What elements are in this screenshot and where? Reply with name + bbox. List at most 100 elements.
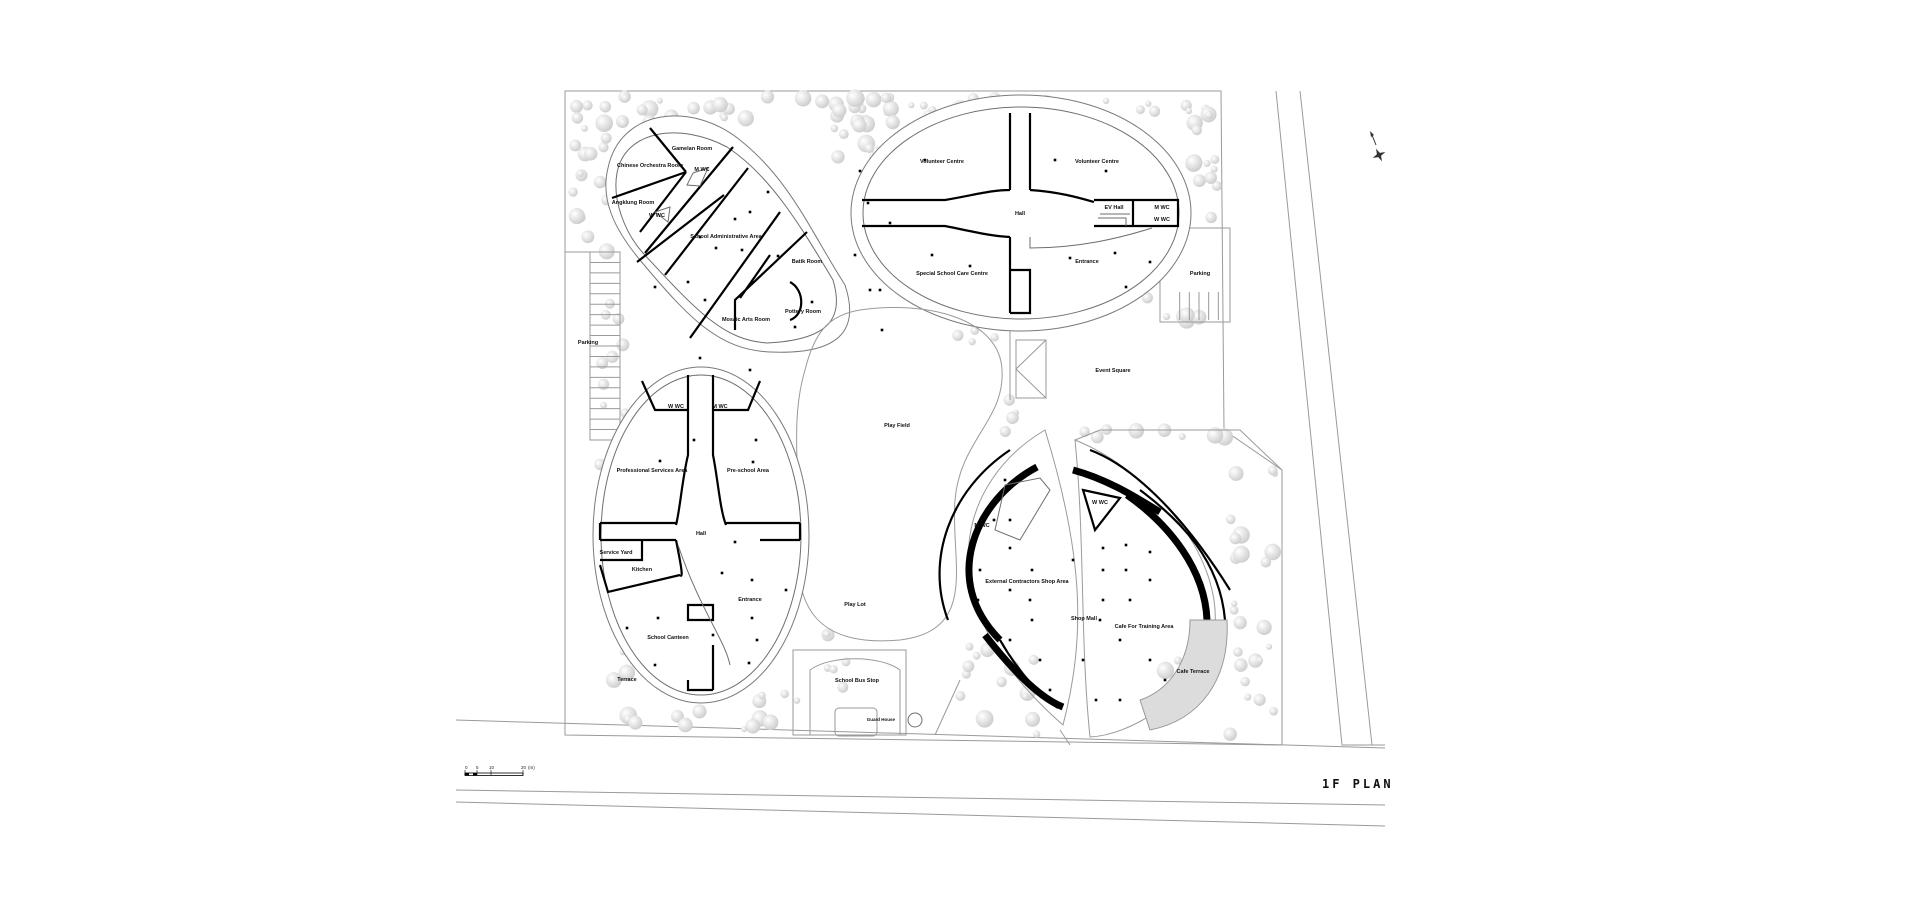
column-mark — [1128, 598, 1132, 602]
column-mark — [625, 626, 629, 630]
tree-icon — [582, 100, 593, 111]
tree-icon — [972, 651, 981, 660]
tree-icon — [605, 672, 622, 688]
column-mark — [1101, 546, 1105, 550]
label-w-wc: W WC — [649, 213, 665, 219]
column-mark — [1028, 598, 1032, 602]
column-mark — [711, 633, 715, 637]
column-mark — [653, 285, 657, 289]
tree-icon — [1206, 427, 1224, 444]
label-cafe-training-area: Cafe For Training Area — [1115, 624, 1175, 630]
label-m-wc: M WC — [1154, 205, 1169, 211]
tree-icon — [581, 230, 595, 244]
tree-icon — [577, 170, 584, 177]
column-mark — [656, 616, 660, 620]
tree-icon — [692, 704, 707, 719]
tree-icon — [1228, 465, 1244, 481]
tree-icon — [1191, 124, 1202, 136]
tree-icon — [1192, 174, 1206, 188]
tree-icon — [760, 90, 775, 104]
column-mark — [1118, 638, 1122, 642]
guard-house-icon — [907, 712, 923, 728]
tree-icon — [1256, 619, 1272, 635]
column-mark — [766, 190, 770, 194]
tree-icon — [1244, 693, 1252, 701]
structural-columns — [625, 158, 1167, 702]
column-mark — [754, 438, 758, 442]
scale-tick: 5 — [476, 765, 479, 770]
column-mark — [976, 598, 980, 602]
label-entrance: Entrance — [1075, 259, 1099, 265]
tree-icon — [952, 329, 964, 341]
column-mark — [698, 356, 702, 360]
column-mark — [793, 325, 797, 329]
column-mark — [866, 201, 870, 205]
label-pottery-room: Pottery Room — [785, 309, 821, 315]
tree-icon — [1032, 730, 1041, 738]
tree-icon — [596, 357, 609, 369]
tree-icon — [612, 312, 625, 325]
column-mark — [978, 568, 982, 572]
column-mark — [748, 210, 752, 214]
tree-icon — [1141, 292, 1153, 304]
column-mark — [750, 578, 754, 582]
tree-icon — [1233, 647, 1243, 657]
tree-icon — [569, 99, 584, 113]
column-mark — [969, 546, 973, 550]
column-mark — [1101, 598, 1105, 602]
event-square-structure — [1009, 330, 1047, 400]
tree-icon — [1253, 693, 1266, 706]
north-arrow-icon — [1370, 131, 1386, 162]
label-angklung-room: Angklung Room — [612, 200, 655, 206]
tree-icon — [1223, 727, 1237, 741]
tree-icon — [829, 665, 838, 674]
tree-icon — [1149, 105, 1161, 117]
tree-icon — [1226, 514, 1236, 525]
tree-icon — [838, 129, 849, 140]
column-mark — [923, 158, 927, 162]
column-mark — [658, 459, 662, 463]
column-mark — [1053, 158, 1057, 162]
tree-icon — [1204, 171, 1217, 184]
tree-icon — [1230, 600, 1238, 607]
tree-icon — [600, 132, 612, 144]
tree-icon — [965, 642, 974, 651]
tree-icon — [1028, 654, 1039, 665]
label-service-yard: Service Yard — [600, 550, 633, 556]
parking-west — [589, 251, 621, 441]
column-mark — [733, 540, 737, 544]
column-mark — [750, 616, 754, 620]
building-south-west — [592, 366, 810, 704]
column-mark — [776, 254, 780, 258]
tree-icon — [1210, 165, 1218, 173]
tree-icon — [822, 630, 831, 638]
column-mark — [1148, 260, 1152, 264]
column-mark — [858, 169, 862, 173]
column-mark — [720, 571, 724, 575]
label-chinese-orchestra-room: Chinese Orchestra Room — [617, 163, 683, 169]
column-mark — [1038, 658, 1042, 662]
tree-icon — [837, 681, 849, 693]
tree-icon — [831, 150, 845, 164]
column-mark — [810, 300, 814, 304]
tree-icon — [597, 378, 610, 390]
column-mark — [1081, 658, 1085, 662]
tree-icon — [1162, 312, 1171, 321]
tree-icon — [955, 691, 966, 701]
label-m-wc: M WC — [974, 523, 989, 529]
column-mark — [751, 460, 755, 464]
label-school-administrative-area: School Administrative Area — [690, 234, 762, 240]
tree-icon — [1240, 676, 1250, 687]
tree-icon — [1145, 100, 1152, 107]
column-mark — [968, 264, 972, 268]
tree-icon — [815, 94, 830, 109]
tree-icon — [598, 142, 609, 153]
tree-icon — [758, 691, 766, 700]
column-mark — [1124, 543, 1128, 547]
label-shop-mall: Shop Mall — [1071, 616, 1097, 622]
label-volunteer-centre: Volunteer Centre — [1075, 159, 1119, 165]
tree-icon — [968, 337, 976, 346]
label-kitchen: Kitchen — [632, 567, 653, 573]
scale-tick: 10 — [489, 765, 495, 770]
